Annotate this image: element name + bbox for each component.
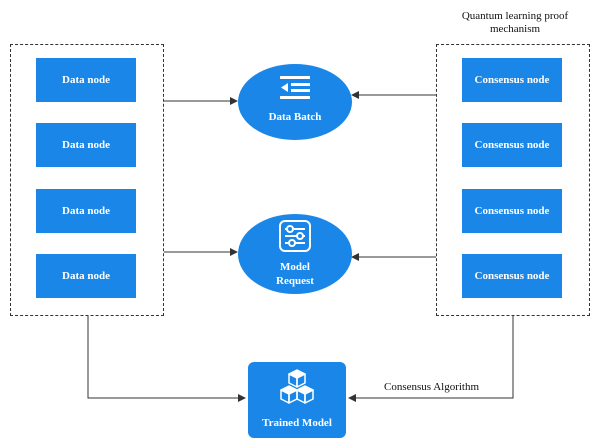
consensus-node-4[interactable]: Consensus node bbox=[462, 254, 562, 298]
data-batch-label: Data Batch bbox=[268, 111, 322, 123]
arrow-right-to-trained-model bbox=[348, 316, 514, 402]
trained-model-box[interactable]: Trained Model bbox=[248, 362, 346, 438]
consensus-algorithm-label: Consensus Algorithm bbox=[384, 381, 480, 393]
data-batch-circle[interactable]: Data Batch bbox=[238, 64, 352, 140]
model-request-circle[interactable]: Model Request bbox=[238, 214, 352, 294]
list-icon bbox=[280, 76, 310, 99]
model-request-label-line2: Request bbox=[276, 275, 314, 287]
model-request-label-line1: Model bbox=[280, 261, 310, 273]
consensus-node-group bbox=[436, 44, 590, 316]
cubes-icon bbox=[280, 369, 314, 404]
consensus-node-1[interactable]: Consensus node bbox=[462, 58, 562, 102]
trained-model-label: Trained Model bbox=[262, 417, 332, 429]
data-node-1[interactable]: Data node bbox=[36, 58, 136, 102]
quantum-proof-caption: Quantum learning proof mechanism bbox=[461, 10, 569, 35]
data-node-group bbox=[10, 44, 164, 316]
consensus-node-2[interactable]: Consensus node bbox=[462, 123, 562, 167]
arrow-left-to-trained-model bbox=[87, 316, 246, 402]
sliders-icon bbox=[279, 220, 311, 252]
consensus-node-3[interactable]: Consensus node bbox=[462, 189, 562, 233]
data-node-2[interactable]: Data node bbox=[36, 123, 136, 167]
data-node-3[interactable]: Data node bbox=[36, 189, 136, 233]
data-node-4[interactable]: Data node bbox=[36, 254, 136, 298]
